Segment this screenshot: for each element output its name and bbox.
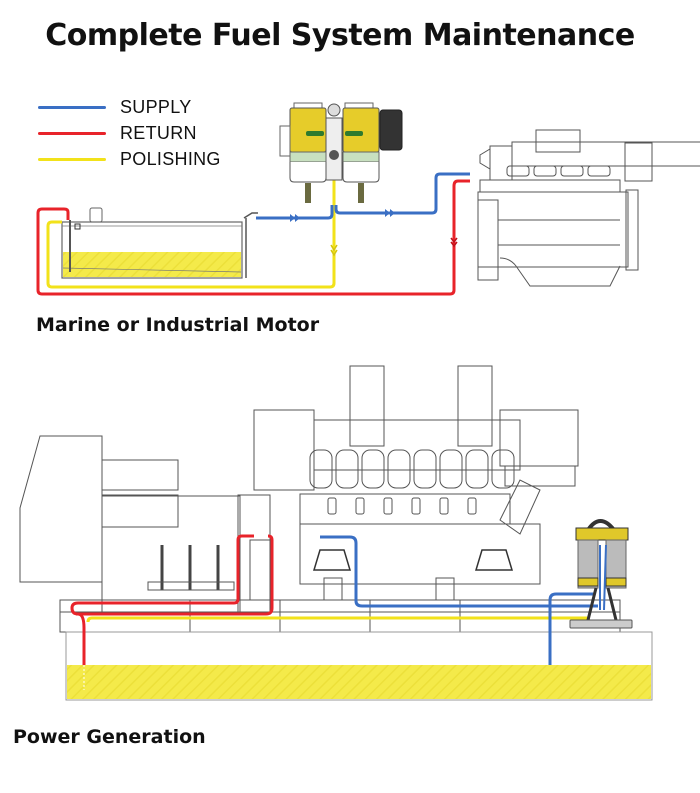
power-polishing-line <box>86 616 590 623</box>
legend-label-return: RETURN <box>120 122 197 143</box>
engine-injector-row <box>327 497 477 515</box>
legend-swatch-return <box>38 131 106 135</box>
legend-item-supply: SUPPLY <box>38 94 221 120</box>
legend-item-return: RETURN <box>38 120 221 146</box>
power-fuel-tank <box>65 631 653 701</box>
legend-label-polishing: POLISHING <box>120 148 221 169</box>
generator-set <box>19 365 621 633</box>
return-flow-arrow-icon <box>450 237 458 248</box>
power-return-line <box>70 534 274 665</box>
polishing-flow-arrow-icon <box>330 244 338 257</box>
page-title: Complete Fuel System Maintenance <box>45 18 635 53</box>
engine-cylinder-heads <box>309 449 515 489</box>
marine-fuel-tank <box>61 207 258 279</box>
engine-mounts <box>312 549 514 601</box>
marine-return-line <box>36 179 470 296</box>
marine-dual-filter-unit <box>279 102 403 203</box>
legend-swatch-supply <box>38 105 106 109</box>
legend-label-supply: SUPPLY <box>120 96 192 117</box>
legend: SUPPLY RETURN POLISHING <box>38 94 221 172</box>
legend-item-polishing: POLISHING <box>38 146 221 172</box>
section-label-marine: Marine or Industrial Motor <box>36 314 320 336</box>
marine-supply-line <box>256 172 470 220</box>
legend-swatch-polishing <box>38 157 106 161</box>
marine-polishing-line <box>46 180 336 289</box>
marine-tank-fuel-level <box>63 252 241 277</box>
power-dual-filter-unit <box>569 519 633 629</box>
marine-engine <box>477 129 700 287</box>
marine-flow-arrows <box>290 209 395 222</box>
power-tank-fuel-level <box>67 665 651 699</box>
power-supply-line <box>320 535 598 665</box>
section-label-power-generation: Power Generation <box>13 726 206 748</box>
